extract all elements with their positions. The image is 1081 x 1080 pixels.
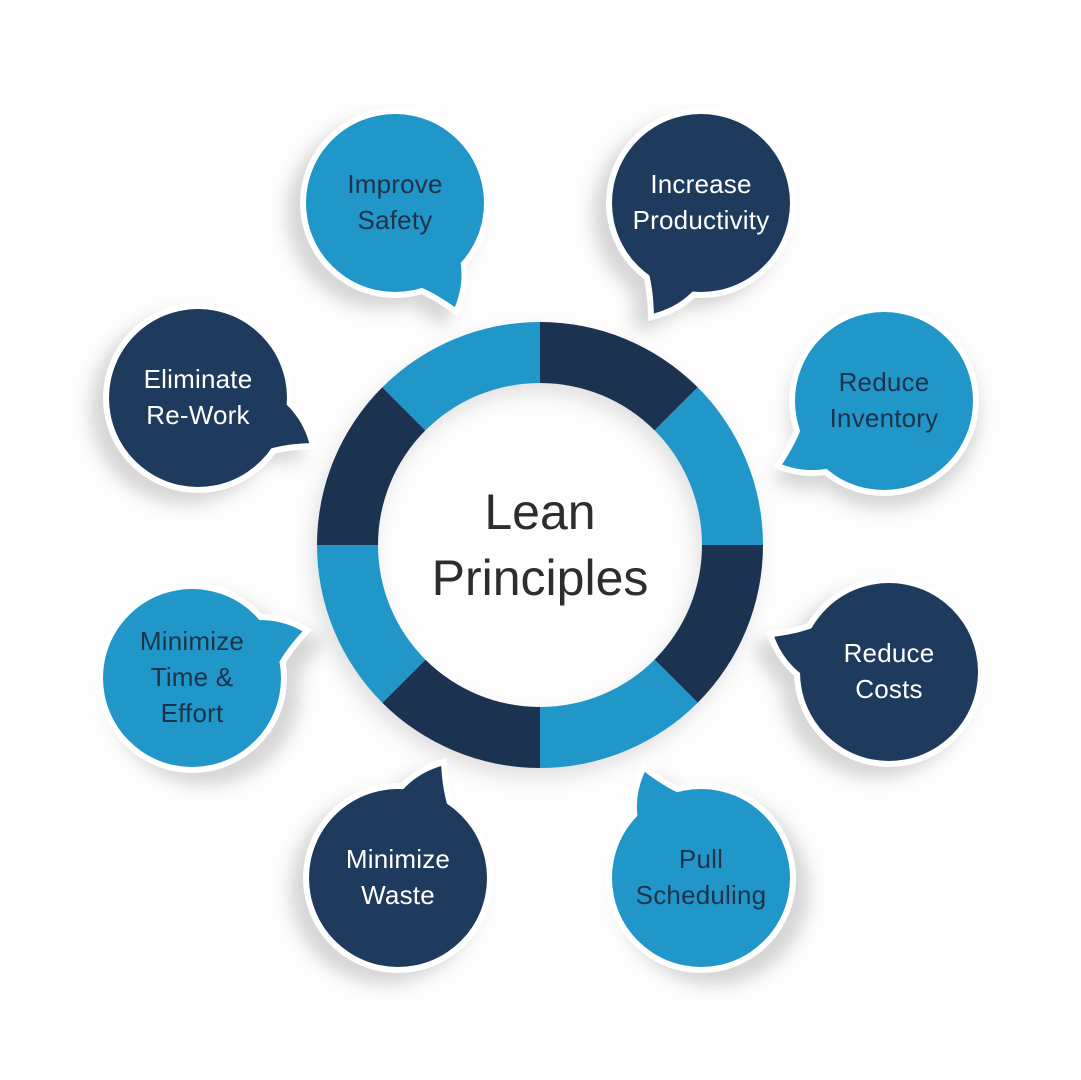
bubble-minimize-time-effort (97, 583, 313, 773)
center-ring (317, 322, 763, 768)
ring-segment-4 (382, 659, 540, 768)
bubble-improve-safety (300, 108, 490, 317)
ring-segment-3 (540, 659, 698, 768)
ring-segment-7 (382, 322, 540, 431)
ring-segment-1 (654, 387, 763, 545)
bubble-reduce-costs (765, 577, 984, 767)
bubble-eliminate-rework (103, 303, 318, 493)
ring-segment-6 (317, 387, 426, 545)
bubble-increase-productivity (606, 108, 796, 322)
bubble-reduce-inventory (772, 306, 979, 496)
ring-segment-2 (654, 545, 763, 703)
ring-segment-0 (540, 322, 698, 431)
ring-segment-5 (317, 545, 426, 703)
bubble-pull-scheduling (606, 762, 796, 973)
bubble-minimize-waste (303, 758, 493, 973)
